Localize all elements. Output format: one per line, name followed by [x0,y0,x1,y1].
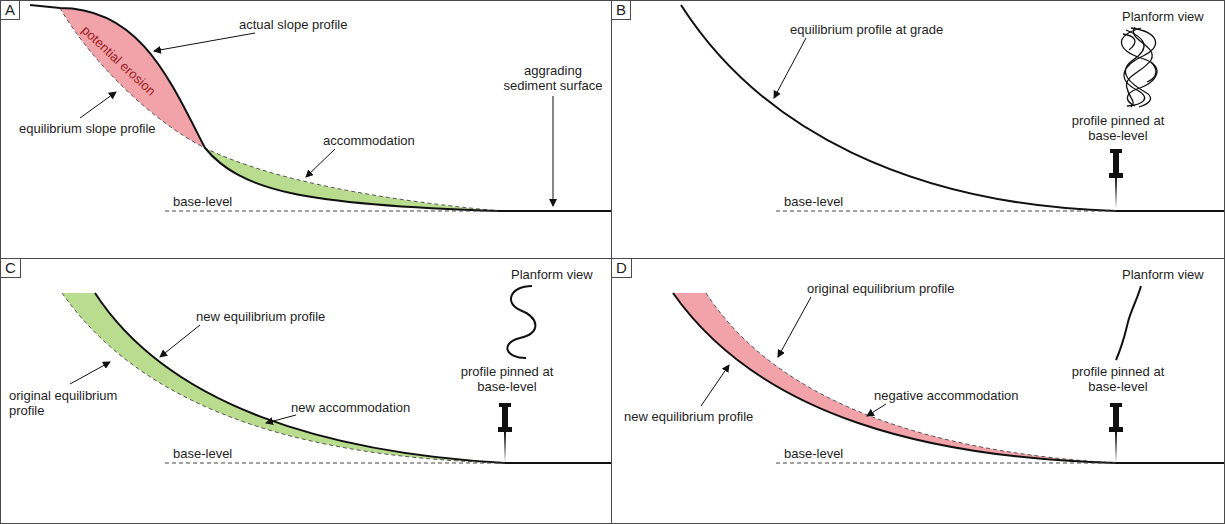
planform-label: Planform view [1122,267,1204,282]
callout-label: equilibrium slope profile [19,121,156,136]
base-level-label: base-level [173,194,232,209]
callout-label: original equilibrium profile [9,388,149,418]
callout-label: new accommodation [291,400,410,415]
callout-label: new equilibrium profile [624,409,753,424]
panel: Doriginal equilibrium profile Planform vi… [611,258,1225,524]
planform-label: Planform view [511,267,593,282]
callout-label: original equilibrium profile [807,281,954,296]
callout-label: aggrading sediment surface [498,63,608,93]
panel: Bequilibrium profile at grade Planform vi… [611,0,1225,259]
callout-label: actual slope profile [239,17,347,32]
pin-label: profile pinned at base-level [453,364,561,394]
pin-label: profile pinned at base-level [1064,364,1172,394]
panel-letter: D [612,259,632,278]
base-level-label: base-level [173,446,232,461]
callout-label: negative accommodation [874,388,1019,403]
callout-label: new equilibrium profile [196,309,325,324]
panel: Aactual slope profile potential erosion eq… [0,0,612,259]
planform-label: Planform view [1122,9,1204,24]
panel-letter: A [1,1,20,20]
pin-label: profile pinned at base-level [1064,113,1172,143]
panel-letter: C [1,259,21,278]
panel-letter: B [612,1,631,20]
region-label: potential erosion [79,22,159,98]
base-level-label: base-level [784,194,843,209]
callout-label: equilibrium profile at grade [790,22,943,37]
panel: Cnew equilibrium profile Planform view ori… [0,258,612,524]
base-level-label: base-level [784,446,843,461]
callout-label: accommodation [323,133,415,148]
